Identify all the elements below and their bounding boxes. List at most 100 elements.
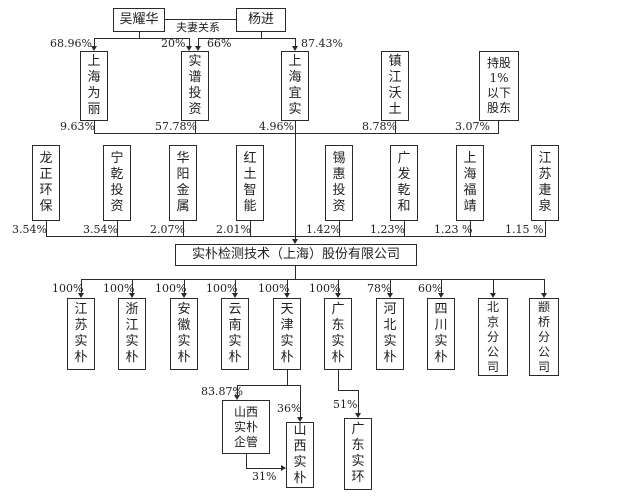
connector-line: [295, 266, 296, 279]
connector-line: [470, 221, 471, 236]
connector-line: [195, 121, 196, 133]
connector-line: [132, 279, 133, 293]
node-shanghai-weili: 上 海 为 丽: [80, 51, 108, 121]
pct-label: 1.42%: [306, 223, 341, 236]
connector-line: [46, 221, 47, 236]
pct-label: 3.54%: [12, 223, 47, 236]
node-xihui-investment: 锡 惠 投 资: [325, 145, 353, 221]
connector-line: [395, 121, 396, 133]
pct-label: 1.23 %: [434, 223, 473, 236]
arrowhead-down: [181, 293, 187, 298]
connector-line: [94, 38, 95, 46]
node-guangdong-shihuan: 广 东 实 环: [344, 418, 372, 490]
pct-label: 20%: [161, 37, 186, 50]
connector-line: [237, 385, 301, 386]
connector-line: [250, 221, 251, 236]
pct-label: 100%: [103, 282, 135, 295]
connector-line: [338, 390, 359, 391]
connector-line: [338, 279, 339, 293]
connector-line: [94, 121, 95, 133]
arrowhead-right: [281, 465, 286, 471]
pct-label: 100%: [155, 282, 187, 295]
pct-label: 1.23%: [370, 223, 405, 236]
node-shanxi-shipu: 山 西 实 朴: [286, 422, 314, 488]
connector-line: [358, 390, 359, 413]
node-zhuanqiao-branch: 颛 桥 分 公 司: [529, 298, 559, 376]
connector-line: [493, 279, 494, 293]
pct-label: 66%: [207, 37, 232, 50]
connector-line: [189, 38, 190, 46]
connector-line: [198, 38, 199, 46]
node-jiangsu-shipu: 江 苏 实 朴: [67, 298, 95, 370]
connector-line: [295, 38, 296, 46]
pct-label: 1.15 %: [505, 223, 544, 236]
node-shanghai-fujing: 上 海 福 靖: [456, 145, 484, 221]
arrowhead-down: [195, 46, 201, 51]
pct-label: 57.78%: [155, 120, 197, 133]
node-ningqian-investment: 宁 乾 投 资: [103, 145, 131, 221]
connector-line: [94, 38, 190, 39]
node-beijing-branch: 北 京 分 公 司: [478, 298, 508, 376]
arrowhead-down: [387, 293, 393, 298]
pct-label: 2.01%: [216, 223, 251, 236]
connector-line: [198, 38, 296, 39]
connector-line: [295, 121, 296, 133]
connector-line: [287, 370, 288, 385]
pct-label: 51%: [333, 398, 358, 411]
node-company: 实朴检测技术（上海）股份有限公司: [175, 244, 417, 266]
connector-line: [246, 454, 247, 468]
connector-line: [235, 279, 236, 293]
node-minor-shareholders: 持股 1% 以下 股东: [479, 51, 519, 121]
arrowhead-down: [232, 293, 238, 298]
connector-line: [184, 279, 185, 293]
arrowhead-down: [186, 46, 192, 51]
pct-label: 83.87%: [201, 385, 243, 398]
connector-line: [545, 221, 546, 236]
connector-line: [165, 19, 236, 20]
arrowhead-down: [297, 417, 303, 422]
node-tianjin-shipu: 天 津 实 朴: [273, 298, 301, 370]
connector-line: [339, 221, 340, 236]
pct-label: 31%: [252, 470, 277, 483]
node-guangdong-shipu: 广 东 实 朴: [324, 298, 352, 370]
node-sichuan-shipu: 四 川 实 朴: [427, 298, 455, 370]
node-guangfa-qianhe: 广 发 乾 和: [390, 145, 418, 221]
connector-line: [46, 236, 546, 237]
arrowhead-down: [284, 293, 290, 298]
connector-line: [117, 221, 118, 236]
node-hongtu-intelligent: 红 土 智 能: [236, 145, 264, 221]
pct-label: 60%: [418, 282, 443, 295]
connector-line: [404, 221, 405, 236]
connector-line: [300, 385, 301, 417]
connector-line: [261, 32, 262, 38]
node-hebei-shipu: 河 北 实 朴: [376, 298, 404, 370]
connector-line: [139, 32, 140, 38]
connector-line: [498, 121, 499, 133]
connector-line: [338, 370, 339, 390]
connector-line: [81, 279, 82, 293]
node-longzheng-huanbao: 龙 正 环 保: [32, 145, 60, 221]
pct-label: 9.63%: [60, 120, 95, 133]
connector-line: [295, 133, 296, 239]
pct-label: 100%: [258, 282, 290, 295]
node-zhejiang-shipu: 浙 江 实 朴: [118, 298, 146, 370]
connector-line: [441, 279, 442, 293]
node-shanxi-shipu-qiguan: 山西 实朴 企管: [222, 400, 270, 454]
arrowhead-down: [129, 293, 135, 298]
pct-label: 4.96%: [259, 120, 294, 133]
arrowhead-down: [292, 239, 298, 244]
arrowhead-down: [541, 293, 547, 298]
spouse-relation-label: 夫妻关系: [176, 21, 220, 34]
pct-label: 3.54%: [83, 223, 118, 236]
connector-line: [390, 279, 391, 293]
arrowhead-down: [335, 293, 341, 298]
node-zhenjiang-wotu: 镇 江 沃 土: [381, 51, 409, 121]
arrowhead-down: [78, 293, 84, 298]
pct-label: 87.43%: [301, 37, 343, 50]
connector-line: [287, 279, 288, 293]
node-yang-jin: 杨进: [236, 8, 286, 32]
arrowhead-down: [438, 293, 444, 298]
pct-label: 68.96%: [50, 37, 92, 50]
node-shipu-investment: 实 谱 投 资: [181, 51, 209, 121]
